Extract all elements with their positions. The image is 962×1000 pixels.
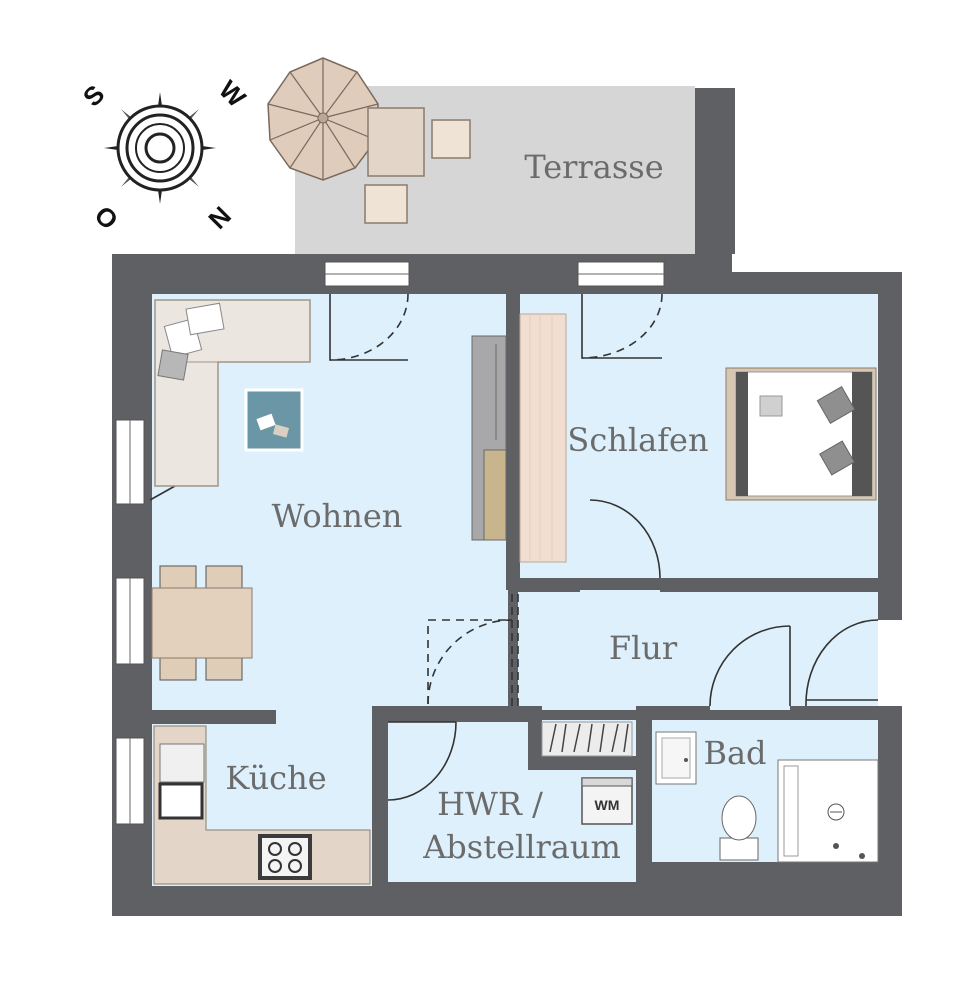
compass-rose-icon: S W N O bbox=[77, 74, 252, 235]
label-schlafen: Schlafen bbox=[567, 421, 708, 459]
sofa bbox=[154, 299, 311, 487]
compass-n: N bbox=[202, 200, 236, 234]
wall-kueche-hwr bbox=[372, 800, 388, 886]
wall-hwr-top bbox=[372, 706, 542, 722]
flur-floor bbox=[518, 590, 878, 710]
terrace-chair bbox=[364, 184, 408, 224]
wall-hwr-bad bbox=[636, 706, 652, 882]
cushion-icon bbox=[157, 349, 189, 381]
kitchen bbox=[153, 725, 371, 885]
door-swings bbox=[149, 293, 879, 801]
wall-wohnen-kueche bbox=[152, 710, 276, 724]
stove-icon bbox=[258, 834, 312, 880]
entrance-opening bbox=[878, 620, 902, 706]
washing-machine-label: WM bbox=[595, 797, 620, 813]
fridge-icon bbox=[159, 743, 205, 783]
wall-notch bbox=[732, 254, 902, 272]
label-hwr-line2: Abstellraum bbox=[422, 828, 621, 866]
wall-flur-bad-right bbox=[790, 706, 878, 720]
wall-hwr-flur bbox=[528, 756, 636, 770]
terrace bbox=[267, 57, 735, 270]
washing-machine: WM bbox=[581, 777, 633, 825]
label-flur: Flur bbox=[609, 629, 678, 667]
dining-table bbox=[151, 565, 253, 681]
compass-s: S bbox=[77, 79, 110, 112]
label-hwr-line1: HWR / bbox=[437, 785, 543, 823]
bed bbox=[725, 367, 877, 501]
shower-icon bbox=[777, 759, 879, 863]
wall-flur-bad-left bbox=[652, 706, 710, 720]
label-terrasse: Terrasse bbox=[524, 148, 663, 186]
label-kueche: Küche bbox=[225, 759, 326, 797]
coffee-table bbox=[244, 388, 304, 452]
wall-entrance bbox=[878, 592, 902, 620]
pillow-icon bbox=[759, 395, 783, 417]
oven-icon bbox=[158, 782, 204, 820]
terrace-table bbox=[367, 107, 425, 177]
windows bbox=[115, 261, 665, 825]
wardrobe bbox=[519, 313, 567, 563]
compass-o: O bbox=[89, 200, 125, 236]
pillow-icon bbox=[819, 440, 855, 476]
terrace-wall bbox=[695, 88, 735, 270]
inner-walls bbox=[152, 294, 902, 886]
label-bad: Bad bbox=[703, 734, 766, 772]
wall-wohnen-schlafen bbox=[506, 294, 520, 590]
hanger-rail bbox=[541, 721, 633, 757]
bathroom-fixtures bbox=[655, 731, 879, 863]
cushion-icon bbox=[185, 302, 225, 336]
wall-schlafen-flur bbox=[660, 578, 878, 592]
compass-w: W bbox=[213, 74, 252, 113]
room-labels: Terrasse Wohnen Schlafen Flur Küche HWR … bbox=[225, 148, 766, 866]
terrace-chair bbox=[431, 119, 471, 159]
umbrella-icon bbox=[267, 57, 379, 181]
wall-schlafen-flur-left bbox=[508, 578, 580, 592]
tv-cabinet bbox=[471, 335, 507, 541]
toilet-icon bbox=[719, 795, 759, 861]
wall-hwr-notch bbox=[528, 706, 542, 768]
label-wohnen: Wohnen bbox=[272, 497, 403, 535]
pillow-icon bbox=[816, 386, 856, 424]
